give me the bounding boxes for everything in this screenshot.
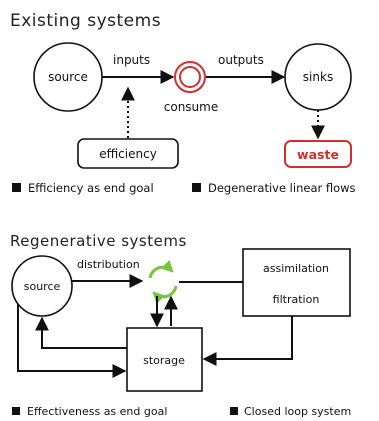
assimilation-label: assimilation	[263, 262, 329, 275]
bullet-square	[230, 407, 238, 415]
regen-source-label: source	[24, 280, 61, 293]
waste-label: waste	[297, 147, 339, 162]
bullet-square	[192, 183, 201, 192]
outputs-label: outputs	[218, 53, 264, 67]
filtration-label: filtration	[273, 293, 320, 306]
assimilation-box: assimilation filtration	[242, 248, 351, 317]
bullet-effectiveness: Effectiveness as end goal	[27, 405, 167, 418]
sinks-label: sinks	[303, 70, 333, 84]
efficiency-label: efficiency	[99, 147, 157, 161]
bullet-square	[12, 407, 20, 415]
distribution-label: distribution	[77, 258, 140, 271]
bullet-square	[12, 183, 21, 192]
inputs-label: inputs	[113, 53, 150, 67]
existing-title: Existing systems	[10, 11, 161, 31]
cycle-icon	[148, 259, 178, 305]
regenerative-title: Regenerative systems	[10, 232, 187, 250]
bullet-closed-loop: Closed loop system	[244, 405, 351, 418]
storage-to-source-arrow	[35, 316, 127, 349]
consume-node	[174, 61, 206, 93]
existing-source-node: source	[33, 42, 103, 112]
storage-label: storage	[143, 354, 185, 367]
source-to-storage-arrow	[17, 304, 127, 378]
waste-box: waste	[284, 140, 352, 168]
storage-box: storage	[126, 327, 203, 392]
assimilation-to-storage-arrow	[202, 316, 293, 366]
regen-source-node: source	[11, 255, 73, 317]
efficiency-box: efficiency	[77, 138, 179, 169]
bullet-efficiency: Efficiency as end goal	[28, 181, 154, 195]
consume-label: consume	[164, 100, 218, 114]
bullet-degenerative: Degenerative linear flows	[208, 181, 356, 195]
sinks-node: sinks	[284, 43, 352, 111]
existing-source-label: source	[48, 70, 88, 84]
